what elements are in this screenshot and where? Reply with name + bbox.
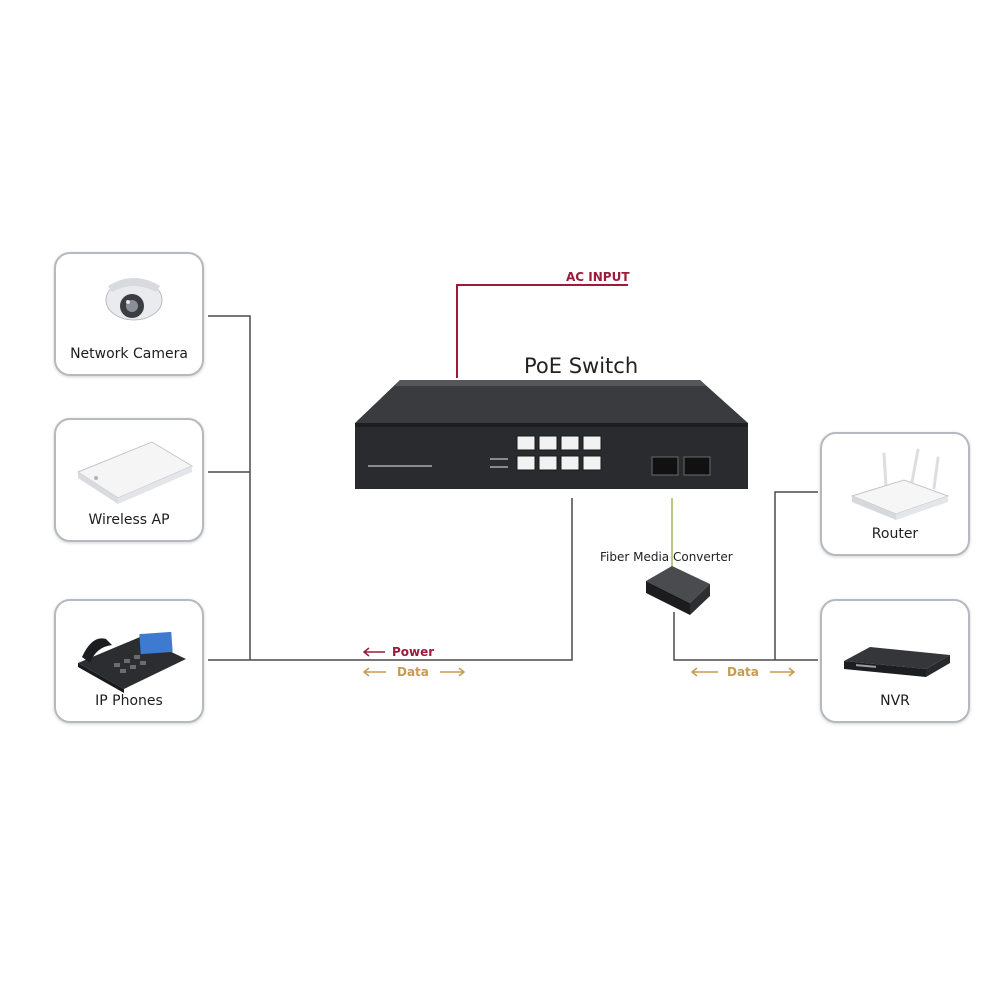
data-legend-label-right: Data: [727, 665, 759, 679]
dome-camera-icon: [105, 278, 163, 321]
nvr-card: NVR: [820, 599, 970, 723]
nvr-label: NVR: [880, 693, 910, 709]
fiber-media-converter-label: Fiber Media Converter: [600, 550, 733, 564]
data-legend-label-left: Data: [397, 665, 429, 679]
router-label: Router: [871, 526, 919, 542]
router-link-line: [774, 491, 818, 660]
poe-switch: [355, 380, 748, 489]
phone-link-line: [208, 498, 573, 661]
network-camera-card: Network Camera: [54, 252, 204, 376]
ip-phone-icon: [78, 631, 186, 693]
camera-link-line: [208, 315, 251, 660]
fiber-media-converter: [646, 566, 710, 615]
ip-phones-card: IP Phones: [54, 599, 204, 723]
router-card: Router: [820, 432, 970, 556]
ip-phones-label: IP Phones: [95, 693, 163, 709]
data-arrows-right: [690, 667, 796, 677]
ethernet-ports: [516, 435, 602, 471]
converter-link-line: [673, 612, 818, 661]
sfp-ports: [651, 456, 711, 476]
power-legend-label: Power: [392, 645, 435, 659]
access-point-icon: [76, 441, 194, 504]
ac-input-label: AC INPUT: [566, 270, 630, 284]
poe-switch-title: PoE Switch: [524, 354, 639, 378]
nvr-icon: [844, 647, 950, 677]
wireless-ap-card: Wireless AP: [54, 418, 204, 542]
data-arrows-left: [362, 667, 466, 677]
network-camera-label: Network Camera: [70, 346, 188, 362]
router-icon: [850, 448, 950, 520]
wireless-ap-label: Wireless AP: [88, 512, 170, 528]
ac-input-line: [456, 284, 628, 378]
power-arrow: [362, 647, 385, 657]
